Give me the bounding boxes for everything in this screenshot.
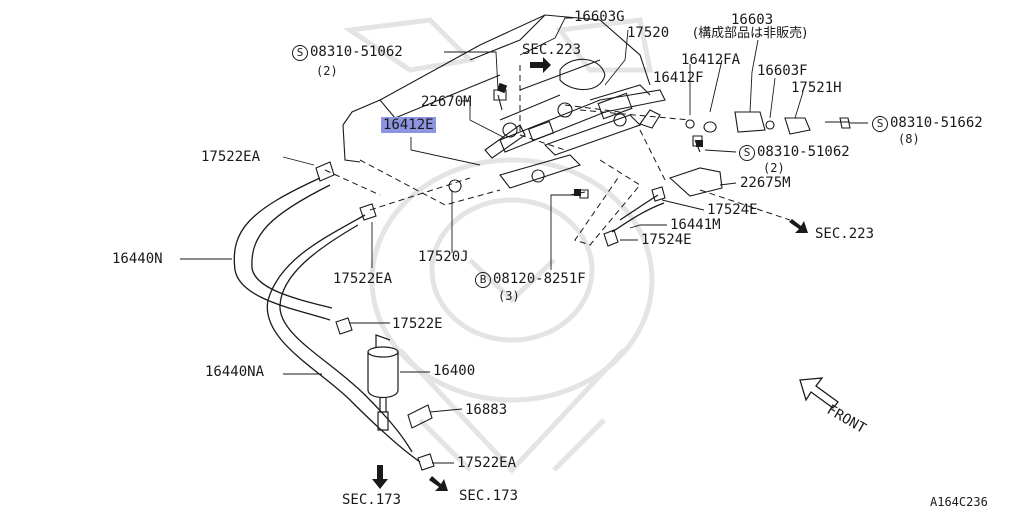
sec-223-top-ref: SEC.223 (522, 42, 582, 58)
direction-arrows (372, 57, 808, 491)
clamps (315, 161, 666, 471)
bolt-icons (496, 82, 703, 196)
part-17522E: 17522E (392, 316, 443, 332)
fuel-filter (367, 334, 399, 431)
part-16440N: 16440N (112, 251, 163, 267)
engine-head-outline (342, 14, 651, 163)
part-16603F: 16603F (757, 63, 808, 79)
bolt-code: 08310-51062 (310, 44, 403, 60)
part-17524E-lower: 17524E (641, 232, 692, 248)
part-17522EA-mid: 17522EA (333, 271, 393, 287)
part-16603-note: (構成部品は非販売) (693, 26, 808, 41)
part-17521H: 17521H (791, 80, 842, 96)
part-22675M: 22675M (740, 175, 791, 191)
bolt-qty-mid: (2) (763, 161, 785, 175)
bolt-circle-icon: B (475, 272, 491, 288)
leader-lines (180, 17, 868, 464)
part-16441M: 16441M (670, 217, 721, 233)
part-17524E-upper: 17524E (707, 202, 758, 218)
sec-223-right-ref: SEC.223 (815, 226, 875, 242)
bolt-qty-3: (3) (498, 289, 520, 303)
bolt-qty-8: (8) (898, 132, 920, 146)
diagram-id: A164C236 (930, 495, 988, 509)
part-17520J: 17520J (418, 249, 469, 265)
part-16412F: 16412F (653, 70, 704, 86)
part-16412FA: 16412FA (681, 52, 741, 68)
watermark-emblem (343, 17, 655, 474)
bolt-circle-icon: S (872, 116, 888, 132)
part-16603G: 16603G (574, 9, 625, 25)
part-16603: 16603 (731, 12, 774, 28)
part-17522EA-bottom: 17522EA (457, 455, 517, 471)
part-16883: 16883 (465, 402, 508, 418)
sec-173-right-ref: SEC.173 (459, 488, 519, 504)
bolt-qty-top: (2) (316, 64, 338, 78)
part-16412E-highlighted[interactable]: 16412E (381, 117, 436, 133)
bolt-code: 08310-51662 (890, 115, 983, 131)
sec-173-left-ref: SEC.173 (342, 492, 402, 508)
fuel-hoses (233, 177, 665, 463)
bolt-circle-icon: S (292, 45, 308, 61)
bolt-circle-icon: S (739, 145, 755, 161)
part-17522EA-top: 17522EA (201, 149, 261, 165)
bolt-code: 08310-51062 (757, 144, 850, 160)
bolt-code: 08120-8251F (493, 271, 586, 287)
part-16400: 16400 (433, 363, 476, 379)
part-17520: 17520 (627, 25, 670, 41)
part-16440NA: 16440NA (205, 364, 265, 380)
part-22670M: 22670M (421, 94, 472, 110)
front-arrow-icon (799, 377, 839, 409)
fuel-rail (448, 89, 851, 199)
